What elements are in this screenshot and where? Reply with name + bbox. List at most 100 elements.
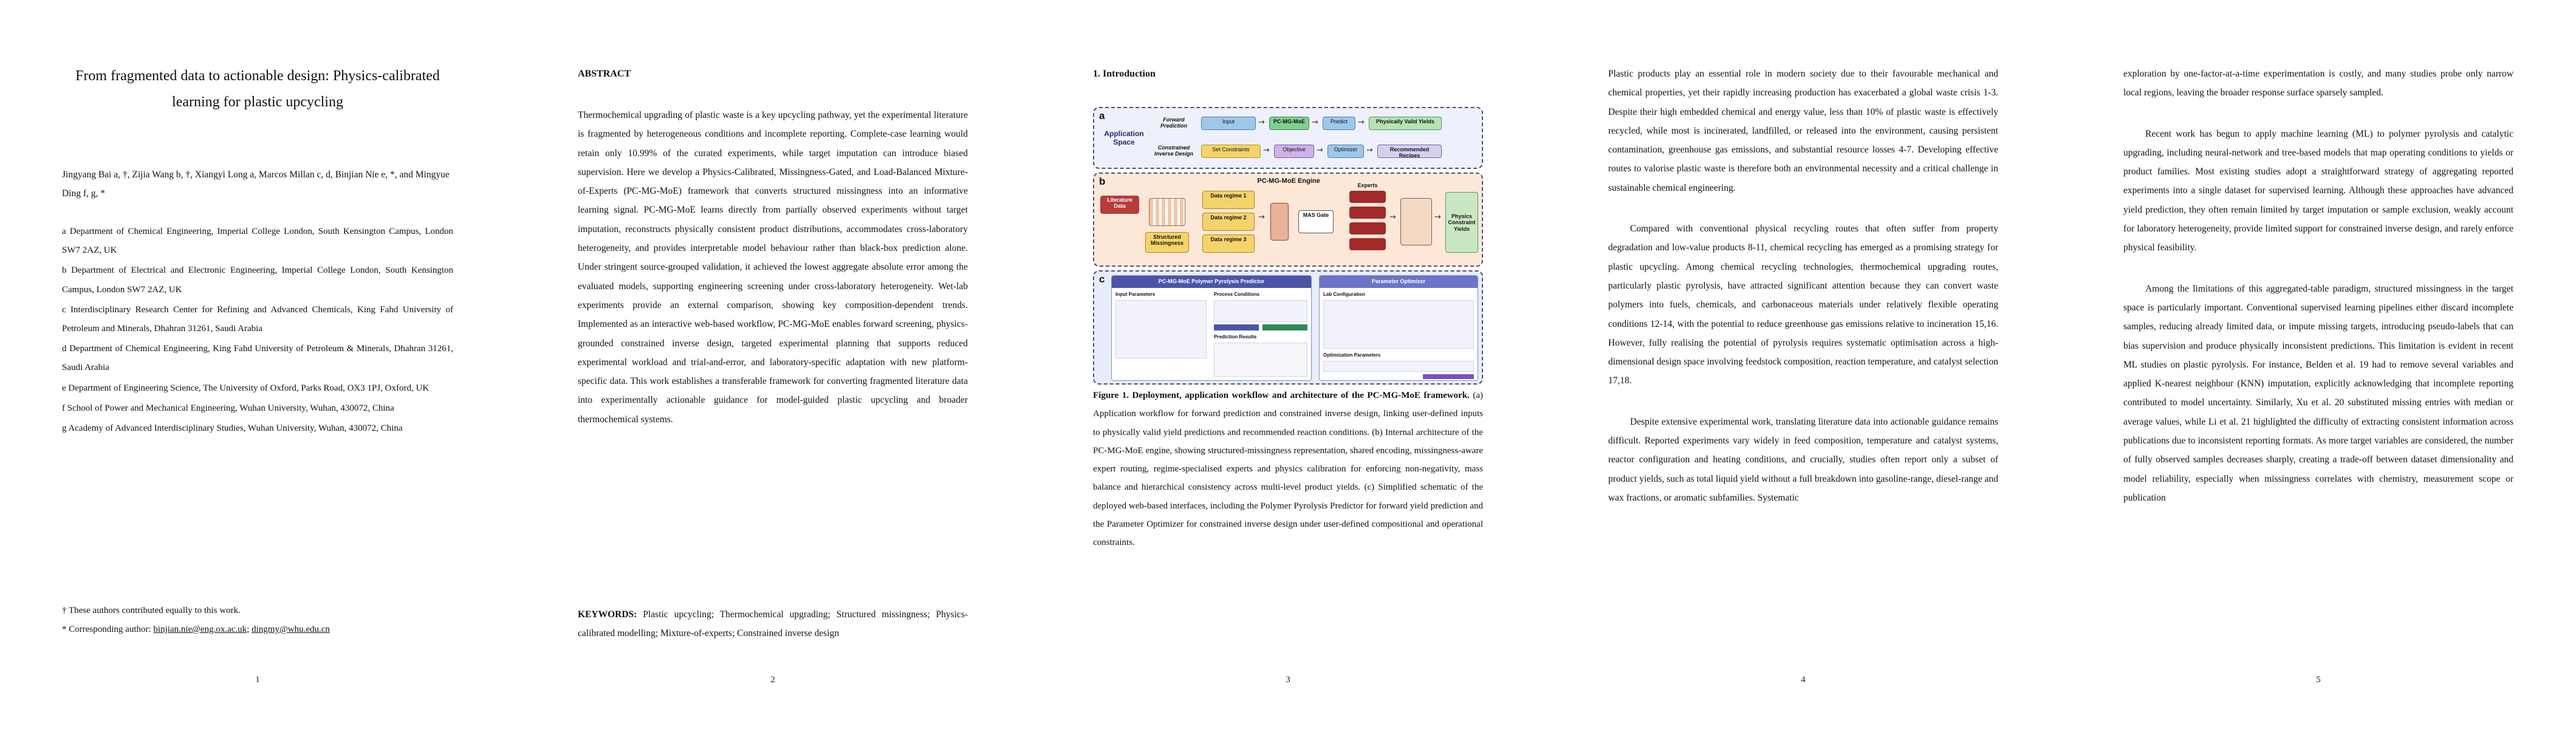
predictor-app-mock: PC-MG-MoE Polymer Pyrolysis Predictor In… — [1111, 275, 1312, 381]
arrow-right-icon: → — [1263, 146, 1270, 155]
body-column: exploration by one-factor-at-a-time expe… — [2123, 64, 2513, 507]
gate-box: MAS Gate — [1298, 210, 1334, 233]
physics-yields-box: Physics Constraint Yields — [1445, 192, 1478, 253]
affiliation-c: c Interdisciplinary Research Center for … — [62, 304, 453, 334]
figure-panel-a: a Application Space Forward Prediction C… — [1093, 107, 1483, 169]
page-1: From fragmented data to actionable desig… — [0, 0, 515, 729]
corresponding-label: * Corresponding author: — [62, 624, 151, 634]
lab-configuration-label: Lab Configuration — [1323, 292, 1365, 297]
optimization-parameters-label: Optimization Parameters — [1323, 352, 1381, 358]
arrow-right-icon: → — [1317, 146, 1323, 155]
encoder-box — [1270, 203, 1289, 241]
keywords: KEYWORDS: Plastic upcycling; Thermochemi… — [578, 605, 968, 643]
inverse-design-label: Constrained Inverse Design — [1154, 145, 1194, 157]
optimize-button[interactable] — [1423, 374, 1474, 379]
optimization-parameters-panel — [1323, 361, 1474, 372]
literature-data-box: Literature Data — [1100, 196, 1139, 214]
application-space-label: Application Space — [1104, 129, 1144, 146]
arrow-right-icon: → — [1358, 118, 1365, 127]
predict-box: Predict — [1323, 117, 1355, 130]
affiliation-f: f School of Power and Mechanical Enginee… — [62, 403, 394, 413]
objective-box: Objective — [1274, 145, 1314, 158]
email-link-nie[interactable]: binjian.nie@eng.ox.ac.uk — [153, 624, 247, 634]
page-number: 2 — [770, 675, 775, 685]
page-number: 4 — [1801, 675, 1806, 685]
figure-panel-b: b PC-MG-MoE Engine Literature Data Struc… — [1093, 173, 1483, 267]
arrow-right-icon: → — [1258, 213, 1265, 222]
page-5: exploration by one-factor-at-a-time expe… — [2061, 0, 2576, 729]
valid-yields-box: Physically Valid Yields — [1369, 117, 1442, 130]
data-regime-3-box: Data regime 3 — [1202, 234, 1255, 253]
paragraph-3: Among the limitations of this aggregated… — [2123, 283, 2513, 503]
page-number: 1 — [255, 675, 260, 685]
optimizer-box: Optimizer — [1327, 145, 1364, 158]
optimizer-app-mock: Parameter Optimizer Lab Configuration Op… — [1319, 275, 1478, 381]
arrow-right-icon: → — [1312, 118, 1318, 127]
reset-button[interactable] — [1262, 324, 1307, 330]
keywords-text: Plastic upcycling; Thermochemical upgrad… — [578, 609, 968, 639]
expert-box-4 — [1349, 238, 1386, 250]
data-regime-2-box: Data regime 2 — [1202, 213, 1255, 231]
paragraph-2: Recent work has begun to apply machine l… — [2123, 128, 2513, 253]
abstract-text: Thermochemical upgrading of plastic wast… — [578, 110, 968, 425]
input-parameters-panel — [1115, 300, 1207, 358]
prediction-results-panel — [1214, 343, 1307, 377]
paragraph-2: Compared with conventional physical recy… — [1608, 224, 1998, 386]
expert-box-2 — [1349, 207, 1386, 219]
page-2: ABSTRACT Thermochemical upgrading of pla… — [515, 0, 1030, 729]
calibration-box — [1400, 198, 1432, 245]
input-parameters-label: Input Parameters — [1115, 292, 1156, 297]
experts-label: Experts — [1357, 182, 1378, 188]
author-list: Jingyang Bai a, †, Zijia Wang b, †, Xian… — [62, 169, 450, 199]
paragraph-3: Despite extensive experimental work, tra… — [1608, 416, 1998, 503]
page-4: Plastic products play an essential role … — [1546, 0, 2061, 729]
structured-missingness-box: Structured Missingness — [1145, 232, 1189, 253]
affiliation-d: d Department of Chemical Engineering, Ki… — [62, 344, 453, 373]
lab-configuration-panel — [1323, 300, 1474, 349]
email-link-ding[interactable]: dingmy@whu.edu.cn — [252, 624, 330, 634]
email-separator: ; — [247, 624, 250, 634]
expert-box-3 — [1349, 222, 1386, 234]
caption-title: Figure 1. Deployment, application workfl… — [1093, 391, 1470, 400]
abstract-heading: ABSTRACT — [578, 69, 631, 79]
panel-label-c: c — [1099, 273, 1105, 285]
recommended-recipes-box: Recommended Recipes — [1377, 145, 1442, 158]
arrow-right-icon: → — [1366, 146, 1373, 155]
figure-1: a Application Space Forward Prediction C… — [1093, 107, 1483, 385]
optimizer-app-header: Parameter Optimizer — [1320, 276, 1478, 288]
affiliation-list: a Department of Chemical Engineering, Im… — [62, 222, 453, 439]
page-3: 1. Introduction a Application Space Forw… — [1030, 0, 1546, 729]
predict-button[interactable] — [1214, 324, 1259, 330]
figure-1-caption: Figure 1. Deployment, application workfl… — [1093, 386, 1483, 552]
caption-body: (a) Application workflow for forward pre… — [1093, 391, 1483, 548]
affiliation-e: e Department of Engineering Science, The… — [62, 383, 430, 393]
paragraph-1: Plastic products play an essential role … — [1608, 69, 1998, 193]
engine-title: PC-MG-MoE Engine — [1257, 177, 1320, 185]
page-number: 5 — [2316, 675, 2321, 685]
affiliation-g: g Academy of Advanced Interdisciplinary … — [62, 423, 403, 433]
arrow-right-icon: → — [1258, 118, 1265, 127]
equal-contribution-note: † These authors contributed equally to t… — [62, 606, 241, 615]
body-column: Plastic products play an essential role … — [1608, 64, 1998, 507]
constraints-box: Set Constraints — [1201, 145, 1261, 158]
predictor-app-header: PC-MG-MoE Polymer Pyrolysis Predictor — [1112, 276, 1311, 288]
expert-box-1 — [1349, 191, 1386, 203]
affiliation-b: b Department of Electrical and Electroni… — [62, 265, 453, 295]
figure-panel-c: c PC-MG-MoE Polymer Pyrolysis Predictor … — [1093, 270, 1483, 385]
footnotes: † These authors contributed equally to t… — [62, 601, 453, 639]
page-number: 3 — [1286, 675, 1290, 685]
forward-prediction-label: Forward Prediction — [1160, 117, 1187, 129]
paragraph-1: exploration by one-factor-at-a-time expe… — [2123, 69, 2513, 98]
panel-label-a: a — [1099, 110, 1105, 122]
panel-label-b: b — [1099, 176, 1106, 187]
model-box: PC-MG-MoE — [1269, 117, 1309, 130]
data-regime-1-box: Data regime 1 — [1202, 191, 1255, 209]
process-conditions-label: Process Conditions — [1214, 292, 1260, 297]
keywords-label: KEYWORDS: — [578, 609, 637, 620]
arrow-right-icon: → — [1434, 213, 1441, 222]
prediction-results-label: Prediction Results — [1214, 334, 1257, 340]
process-conditions-panel — [1214, 300, 1307, 322]
arrow-right-icon: → — [1389, 213, 1396, 222]
corresponding-author-note: * Corresponding author: binjian.nie@eng.… — [62, 620, 453, 639]
missingness-matrix — [1149, 198, 1185, 226]
